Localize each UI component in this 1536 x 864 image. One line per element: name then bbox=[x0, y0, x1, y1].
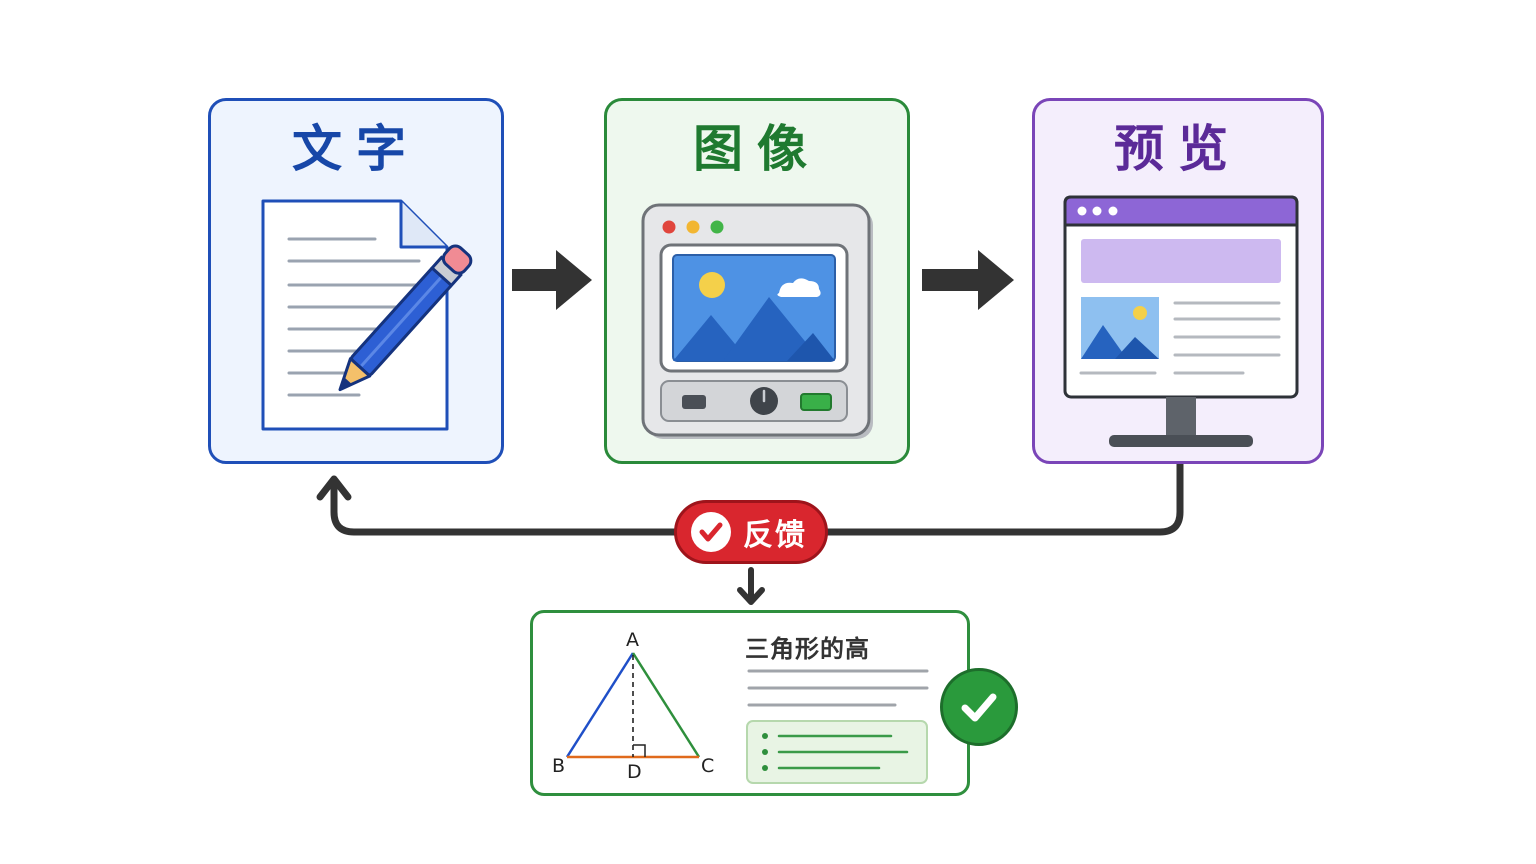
step-card-text: 文字 bbox=[208, 98, 504, 464]
step-card-image: 图像 bbox=[604, 98, 910, 464]
feedback-loop-arrowhead bbox=[316, 475, 352, 501]
triangle-figure bbox=[565, 652, 929, 784]
arrow-text-to-image bbox=[512, 250, 592, 310]
feedback-label: 反馈 bbox=[743, 518, 807, 553]
vertex-label-a: A bbox=[626, 629, 639, 651]
step-card-preview: 预览 bbox=[1032, 98, 1324, 464]
check-circle-icon bbox=[691, 512, 731, 552]
web-preview-monitor-icon bbox=[1063, 195, 1299, 447]
vertex-label-c: C bbox=[701, 755, 715, 777]
step-title-image: 图像 bbox=[693, 120, 821, 178]
check-circle-icon bbox=[940, 668, 1018, 746]
image-viewer-icon bbox=[641, 203, 873, 439]
step-title-text: 文字 bbox=[292, 120, 420, 178]
document-pencil-icon bbox=[261, 199, 473, 431]
result-card: A B C D 三角形的高 bbox=[530, 610, 970, 796]
arrow-image-to-preview bbox=[922, 250, 1014, 310]
vertex-label-d: D bbox=[627, 761, 642, 783]
down-arrow-head bbox=[737, 587, 765, 605]
step-title-preview: 预览 bbox=[1114, 120, 1242, 178]
result-title: 三角形的高 bbox=[745, 635, 870, 663]
feedback-badge: 反馈 bbox=[674, 500, 828, 564]
vertex-label-b: B bbox=[552, 755, 566, 777]
